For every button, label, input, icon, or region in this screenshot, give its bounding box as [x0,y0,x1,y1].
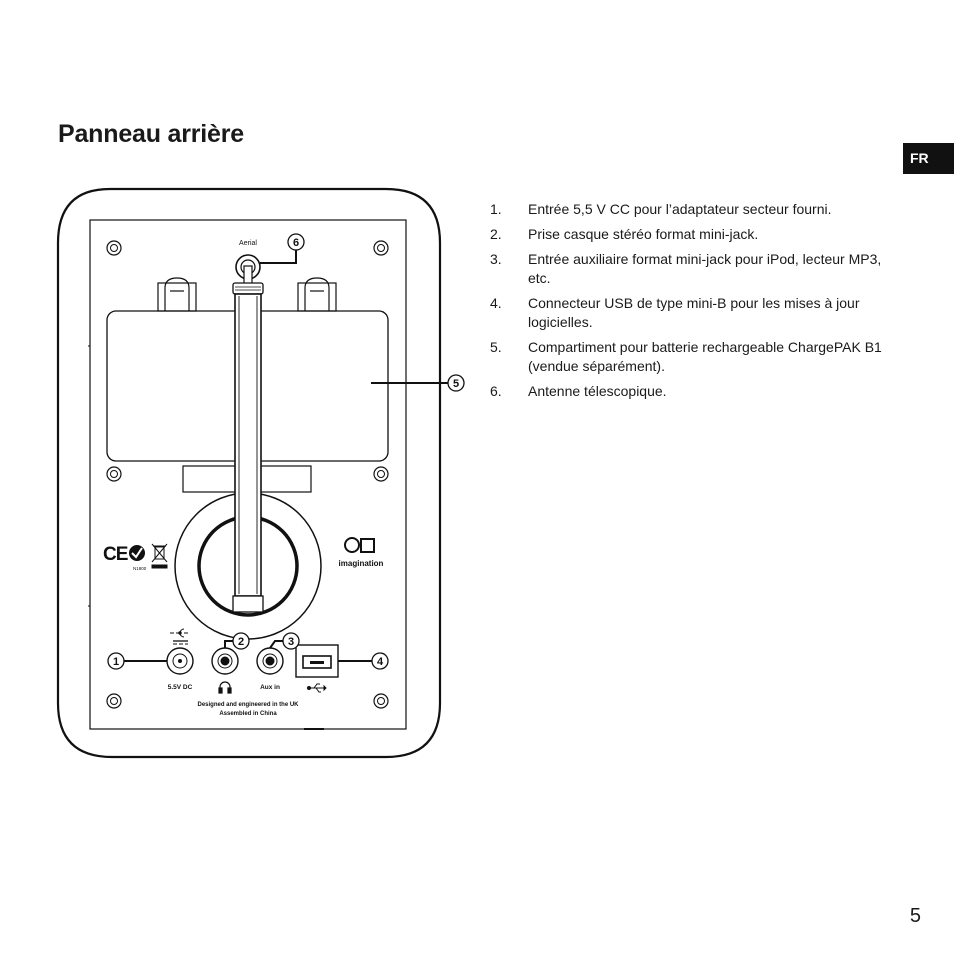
legend-item: 5. Compartiment pour batterie rechargeabl… [490,338,890,376]
model-code: N1800 [133,566,147,571]
legend-number: 4. [490,295,502,311]
aerial-label: Aerial [239,240,257,247]
aux-jack [256,647,284,675]
legend-text: Antenne télescopique. [528,383,667,399]
svg-text:3: 3 [288,636,294,648]
legend-text: Compartiment pour batterie rechargeable … [528,339,882,374]
legend-text: Connecteur USB de type mini-B pour les m… [528,295,860,330]
legend-item: 1. Entrée 5,5 V CC pour l’adaptateur sect… [490,200,890,219]
imagination-logo [344,537,375,553]
svg-text:1: 1 [113,656,119,668]
c-tick-icon [129,545,145,561]
legend-number: 5. [490,339,502,355]
legend-item: 3. Entrée auxiliaire format mini-jack pou… [490,250,890,288]
dc-polarity-icon [170,628,188,645]
panel-footer-line-2: Assembled in China [219,711,277,717]
callout-3: 3 [282,632,300,650]
dc-label: 5.5V DC [168,684,193,691]
language-tab: FR [903,143,954,174]
page-title: Panneau arrière [58,120,244,148]
ce-mark-icon: CE [103,544,128,565]
legend-number: 6. [490,383,502,399]
legend-text: Entrée auxiliaire format mini-jack pour … [528,251,882,286]
callout-2: 2 [232,632,250,650]
screw-icon [106,240,389,709]
legend-text: Entrée 5,5 V CC pour l’adaptateur secteu… [528,201,832,217]
legend-item: 6. Antenne télescopique. [490,382,890,401]
svg-text:4: 4 [377,656,384,668]
legend-item: 2. Prise casque stéréo format mini-jack. [490,225,890,244]
telescopic-antenna [232,265,264,613]
legend-item: 4. Connecteur USB de type mini-B pour les… [490,294,890,332]
battery-clip-left [157,277,197,312]
headphones-icon [218,681,232,694]
battery-clip-right [297,277,337,312]
legend-number: 2. [490,226,502,242]
brand-wordmark: imagination [339,559,384,568]
callout-leaders [124,241,448,662]
page-number: 5 [909,905,921,927]
usb-icon [307,683,327,693]
usb-port [295,644,339,678]
svg-text:5: 5 [453,378,459,390]
headphone-jack [211,647,239,675]
rear-panel [89,219,407,730]
weee-bin-icon [151,543,168,569]
callout-1: 1 [107,652,125,670]
legend-number: 3. [490,251,502,267]
legend-text: Prise casque stéréo format mini-jack. [528,226,759,242]
callout-5: 5 [447,374,465,392]
callout-4: 4 [371,652,389,670]
radio-casing [56,187,442,759]
panel-footer-line-1: Designed and engineered in the UK [197,702,299,708]
callout-6: 6 [287,233,305,251]
svg-text:2: 2 [238,636,244,648]
legend-number: 1. [490,201,502,217]
svg-text:6: 6 [293,237,299,249]
parts-legend: 1. Entrée 5,5 V CC pour l’adaptateur sect… [490,200,890,407]
aux-label: Aux in [260,684,280,691]
dc-jack [166,647,194,675]
